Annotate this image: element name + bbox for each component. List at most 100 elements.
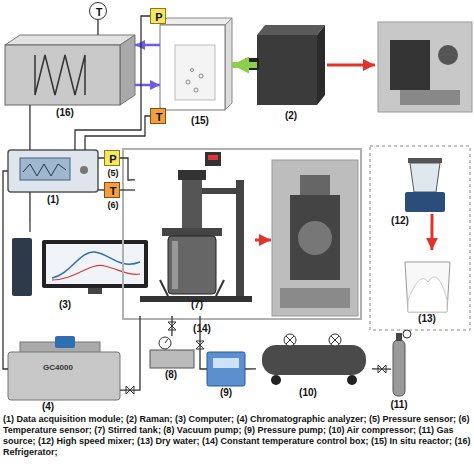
pressure-sensor: P(5) bbox=[104, 150, 120, 166]
stirred-tank-drawing bbox=[172, 241, 178, 289]
gas-cylinder-drawing bbox=[393, 340, 405, 396]
caption: (1) Data acquisition module; (2) Raman; … bbox=[3, 414, 471, 458]
computer-drawing bbox=[52, 265, 140, 280]
connector bbox=[120, 189, 135, 190]
callout-number: (10) bbox=[299, 388, 317, 398]
connector bbox=[120, 316, 140, 390]
connector bbox=[85, 116, 150, 150]
dry-water-drawing bbox=[408, 277, 447, 312]
chromatographic-analyzer: GC4000(4) bbox=[8, 338, 120, 400]
callout-number: (4) bbox=[42, 402, 54, 412]
data-module-drawing bbox=[20, 158, 70, 180]
gas-cylinder-drawing bbox=[393, 330, 411, 396]
compressor-drawing bbox=[284, 334, 296, 346]
photo-arrow bbox=[327, 64, 375, 67]
computer-drawing bbox=[88, 288, 102, 294]
callout-number: (12) bbox=[391, 216, 409, 226]
refrigerator: (16) bbox=[5, 35, 135, 105]
pressure-pump-drawing bbox=[207, 352, 245, 386]
tank-photo bbox=[298, 221, 332, 255]
temperature-sensor: T bbox=[150, 108, 166, 124]
computer-drawing bbox=[42, 240, 148, 288]
tank-photo bbox=[290, 195, 340, 280]
connector bbox=[3, 171, 8, 369]
connector bbox=[98, 189, 104, 190]
connector bbox=[120, 158, 135, 180]
device-label: T bbox=[156, 112, 163, 123]
data-module-drawing bbox=[80, 166, 88, 174]
stirred-tank-drawing bbox=[216, 280, 224, 296]
connector bbox=[430, 214, 433, 250]
mixer-drawing bbox=[405, 158, 445, 212]
connector bbox=[75, 16, 150, 150]
high-speed-mixer: (12) bbox=[390, 158, 460, 214]
chromatograph-drawing bbox=[8, 352, 120, 400]
refrigerator-drawing bbox=[35, 55, 85, 95]
tank-photo bbox=[272, 160, 358, 316]
reactor-drawing bbox=[199, 74, 203, 78]
stirred-tank-drawing bbox=[200, 188, 240, 194]
raman-photo bbox=[390, 40, 430, 90]
gas-source: (11) bbox=[391, 332, 407, 396]
connector bbox=[98, 157, 104, 158]
callout-number: (8) bbox=[165, 370, 177, 380]
controller-display bbox=[205, 152, 221, 166]
refrigerator-drawing bbox=[5, 45, 120, 105]
tank-photo bbox=[280, 288, 350, 308]
mixer-drawing bbox=[405, 192, 445, 212]
gas-cylinder-drawing bbox=[396, 333, 402, 341]
stirred-tank-drawing bbox=[162, 228, 222, 236]
pressure-pump: (9) bbox=[207, 352, 245, 386]
reactor-drawing bbox=[160, 18, 232, 110]
data-module-drawing bbox=[8, 150, 98, 192]
connector bbox=[29, 192, 30, 232]
computer-drawing bbox=[12, 238, 148, 296]
mixer-drawing bbox=[408, 158, 442, 163]
device-label: P bbox=[109, 154, 116, 165]
device-label: GC4000 bbox=[43, 364, 73, 372]
compressor-drawing bbox=[286, 336, 294, 344]
connector bbox=[97, 20, 98, 35]
refrigerator-drawing bbox=[120, 35, 135, 105]
callout-number: (5) bbox=[108, 169, 119, 178]
refrigerator-drawing bbox=[5, 35, 135, 45]
data-acquisition-module: (1) bbox=[8, 150, 98, 192]
vacuum-pump-drawing bbox=[150, 350, 194, 368]
callout-number: (6) bbox=[108, 201, 119, 210]
dashed-bracket bbox=[370, 146, 470, 330]
raman-drawing bbox=[317, 25, 325, 105]
valve-symbol bbox=[126, 386, 134, 394]
connector bbox=[232, 62, 257, 68]
computer-drawing bbox=[52, 252, 140, 278]
valve-symbol bbox=[378, 365, 386, 373]
vacuum-pump-drawing bbox=[159, 337, 171, 349]
connector bbox=[171, 316, 172, 336]
valve-symbol bbox=[168, 322, 176, 330]
data-module-drawing bbox=[23, 164, 66, 176]
dry-water-drawing bbox=[405, 262, 450, 312]
callout-number: (2) bbox=[285, 111, 297, 121]
data-module-drawing bbox=[8, 150, 98, 192]
reactor-drawing bbox=[191, 69, 194, 72]
vacuum-pump-drawing bbox=[165, 339, 168, 343]
stirred-tank-drawing bbox=[236, 180, 244, 296]
gas-cylinder-drawing bbox=[403, 330, 411, 338]
dry-water: (13) bbox=[400, 250, 455, 312]
vacuum-pump-drawing bbox=[150, 337, 194, 368]
device-label: T bbox=[110, 186, 117, 197]
callout-number: (7) bbox=[191, 300, 203, 310]
dry-water-drawing bbox=[405, 262, 450, 312]
valve-symbol bbox=[196, 341, 204, 349]
connector bbox=[135, 84, 160, 87]
pressure-pump-drawing bbox=[207, 352, 245, 386]
computer-drawing bbox=[46, 244, 144, 284]
device-label: P bbox=[155, 12, 162, 23]
in-situ-reactor: (15) bbox=[160, 18, 232, 110]
reactor-drawing bbox=[194, 88, 198, 92]
raman-photo bbox=[378, 22, 472, 112]
pressure-sensor: P bbox=[150, 8, 166, 24]
valve-symbol bbox=[126, 322, 386, 394]
compressor-drawing bbox=[271, 375, 281, 385]
raman-drawing bbox=[245, 58, 259, 70]
reactor-drawing bbox=[225, 18, 232, 110]
